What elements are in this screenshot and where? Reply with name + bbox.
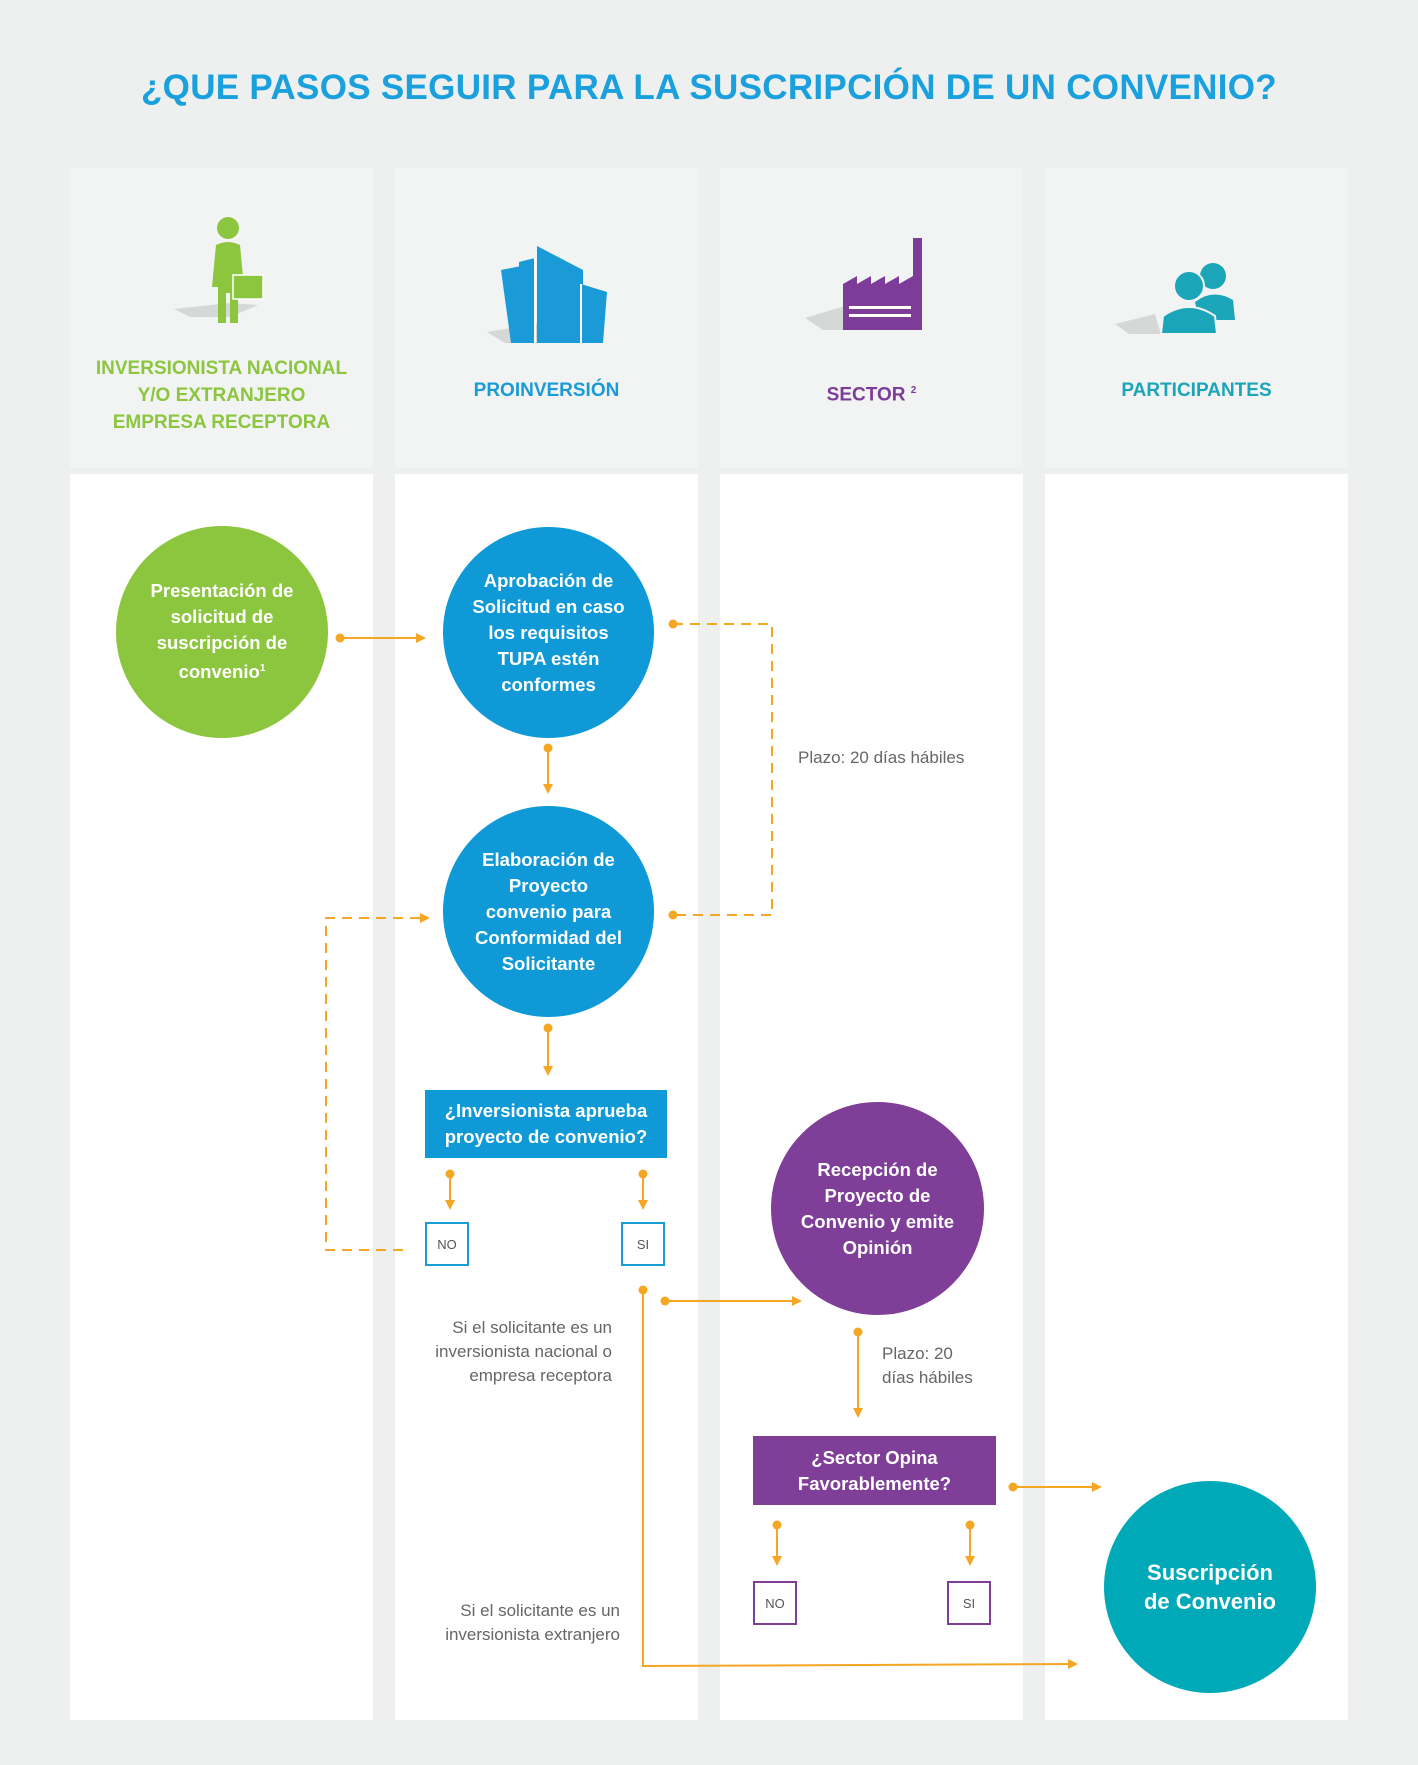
note-plazo-1: Plazo: 20 días hábiles (798, 748, 965, 767)
note-plazo-2: Plazo: 20 días hábiles (882, 1344, 973, 1387)
page-title: ¿QUE PASOS SEGUIR PARA LA SUSCRIPCIÓN DE… (140, 68, 1277, 107)
node-aprobacion: Aprobación de Solicitud en caso los requ… (443, 527, 654, 738)
column-label-proinversion: PROINVERSIÓN (473, 380, 620, 401)
factory-icon (805, 238, 922, 330)
decision-inversionista-si: SI (621, 1222, 665, 1266)
note-extranjero: Si el solicitante es un inversionista ex… (445, 1601, 620, 1644)
businessman-icon (174, 217, 264, 323)
note-nacional: Si el solicitante es un inversionista na… (435, 1318, 612, 1385)
decision-sector-no: NO (753, 1581, 797, 1625)
node-suscripcion: Suscripción de Convenio (1104, 1481, 1316, 1693)
decision-sector-si: SI (947, 1581, 991, 1625)
column-label-inversionista: INVERSIONISTA NACIONAL Y/O EXTRANJERO EM… (95, 358, 348, 433)
node-recepcion: Recepción de Proyecto de Convenio y emit… (771, 1102, 984, 1315)
buildings-icon (487, 246, 607, 343)
decision-sector: ¿Sector Opina Favorablemente? (753, 1436, 996, 1505)
column-label-participantes: PARTICIPANTES (1121, 380, 1272, 401)
node-elaboracion: Elaboración de Proyecto convenio para Co… (443, 806, 654, 1017)
node-presentacion: Presentación de solicitud de suscripción… (116, 526, 328, 738)
decision-inversionista: ¿Inversionista aprueba proyecto de conve… (425, 1090, 667, 1158)
column-label-sector: SECTOR 2 (826, 384, 917, 406)
column-body-sector (720, 474, 1023, 1720)
people-icon (1115, 263, 1235, 335)
decision-inversionista-no: NO (425, 1222, 469, 1266)
